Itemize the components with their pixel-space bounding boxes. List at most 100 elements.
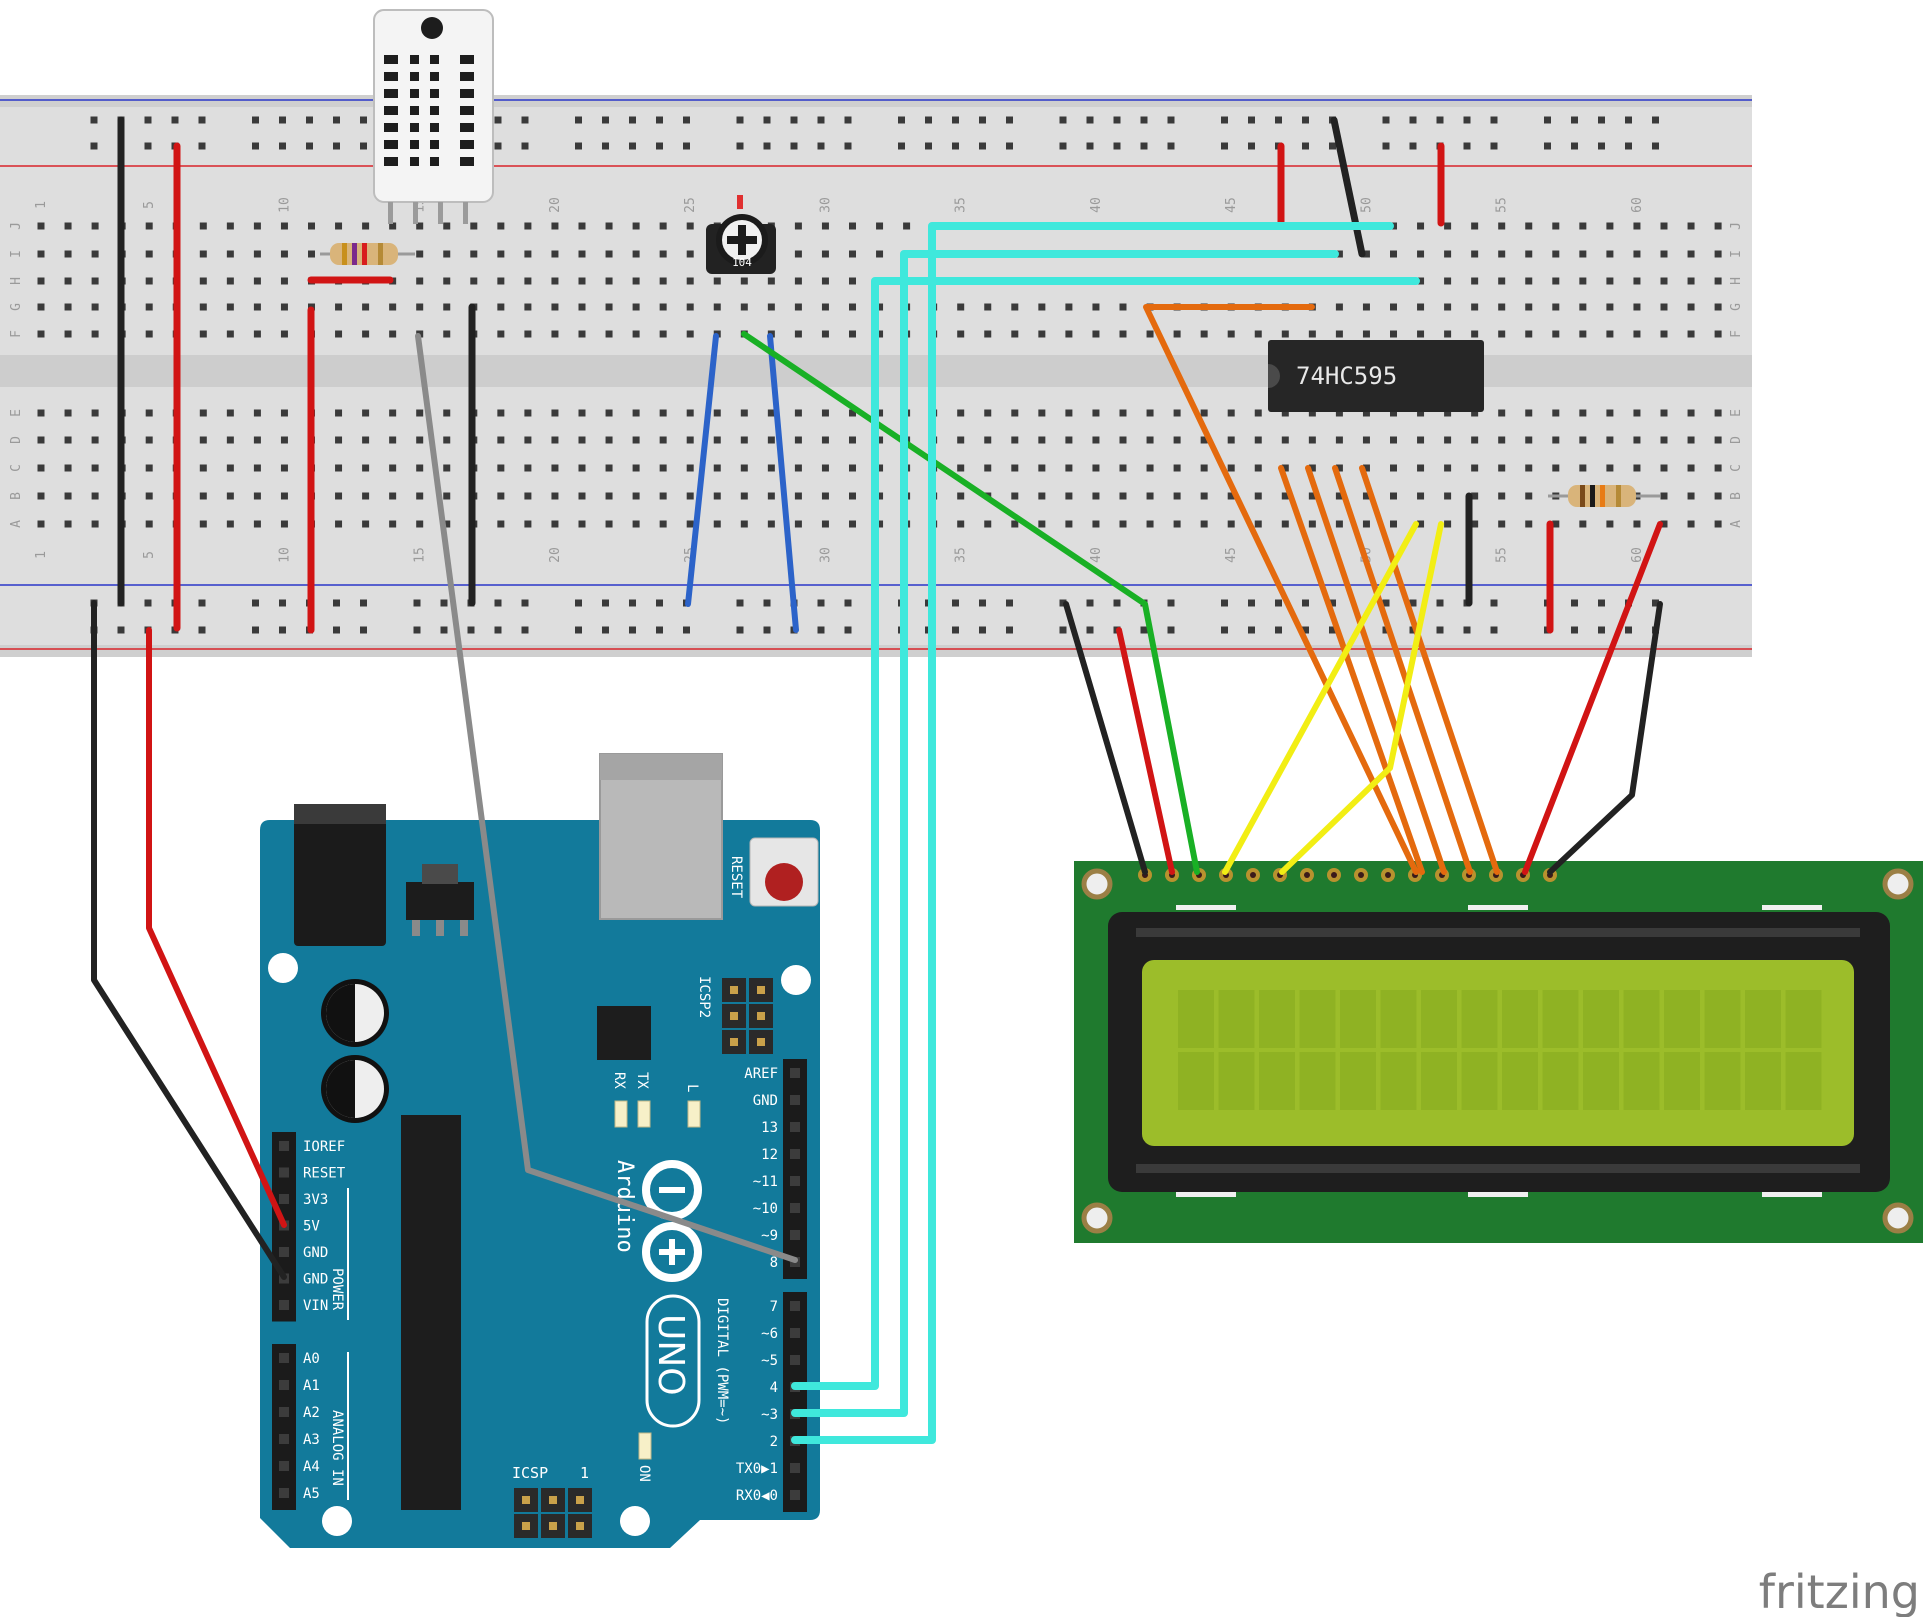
breadboard-hole <box>1308 492 1316 500</box>
breadboard-hole <box>443 222 451 230</box>
breadboard-hole <box>605 277 613 285</box>
breadboard-hole <box>1308 436 1316 444</box>
usb-connector <box>599 753 723 920</box>
header-pin <box>279 1407 289 1417</box>
breadboard-hole <box>145 492 153 500</box>
rx-led <box>614 1100 628 1128</box>
tx-led <box>637 1100 651 1128</box>
breadboard-hole <box>1606 303 1614 311</box>
breadboard-hole <box>1525 520 1533 528</box>
breadboard-hole <box>1579 222 1587 230</box>
rail-hole <box>413 626 421 634</box>
breadboard-hole <box>1606 409 1614 417</box>
lcd-cell <box>1583 990 1619 1048</box>
wire-yellow-e <box>1279 521 1444 875</box>
header-pin <box>790 1122 800 1132</box>
lcd-cell <box>1502 1052 1538 1110</box>
breadboard-hole <box>794 464 802 472</box>
pin-label: 7 <box>770 1299 778 1315</box>
rail-hole <box>440 626 448 634</box>
breadboard-hole <box>1254 436 1262 444</box>
header-pin <box>790 1095 800 1105</box>
lcd-cell <box>1461 990 1498 1048</box>
resistor-right <box>1548 485 1660 507</box>
rail-hole <box>521 599 529 607</box>
rail-hole <box>1113 142 1121 150</box>
rail-hole <box>1382 142 1390 150</box>
breadboard-hole <box>1362 303 1370 311</box>
breadboard-hole <box>1552 330 1560 338</box>
pin-label: ~11 <box>753 1174 778 1190</box>
breadboard-hole <box>1065 464 1073 472</box>
header-pin <box>790 1149 800 1159</box>
breadboard-hole <box>984 464 992 472</box>
breadboard-hole <box>1281 409 1289 417</box>
pin-label: 4 <box>770 1380 778 1396</box>
breadboard-hole <box>984 520 992 528</box>
breadboard-hole <box>389 492 397 500</box>
breadboard-hole <box>1146 436 1154 444</box>
rail-hole <box>1006 116 1013 124</box>
breadboard-hole <box>1606 464 1614 472</box>
breadboard-hole <box>1525 464 1533 472</box>
rail-hole <box>467 626 475 634</box>
breadboard-hole <box>1579 250 1587 258</box>
icsp2-label: ICSP2 <box>696 976 712 1018</box>
breadboard-hole <box>1687 330 1695 338</box>
breadboard-hole <box>443 464 451 472</box>
breadboard-hole <box>1011 492 1019 500</box>
rail-hole <box>575 142 582 150</box>
breadboard-hole <box>524 277 532 285</box>
breadboard-hole <box>1552 303 1560 311</box>
breadboard-hole <box>632 436 640 444</box>
l-led <box>687 1100 701 1128</box>
lcd-cell <box>1340 1052 1376 1110</box>
header-pin <box>279 1247 289 1257</box>
breadboard-hole <box>226 436 234 444</box>
lcd-cell <box>1421 990 1457 1048</box>
column-number: 20 <box>548 547 563 563</box>
breadboard-hole <box>849 277 856 285</box>
rail-hole <box>1652 599 1659 607</box>
breadboard-hole <box>740 464 748 472</box>
breadboard-hole <box>1146 409 1154 417</box>
breadboard-hole <box>1281 464 1289 472</box>
breadboard-hole <box>659 277 667 285</box>
breadboard-hole <box>632 464 640 472</box>
rail-hole <box>1302 116 1309 124</box>
rail-hole <box>198 142 206 150</box>
breadboard-hole <box>1579 464 1587 472</box>
breadboard-hole <box>1335 492 1343 500</box>
breadboard-hole <box>253 520 261 528</box>
lcd-mount-hole <box>1081 868 1113 900</box>
breadboard-hole <box>1525 492 1533 500</box>
breadboard-hole <box>767 492 775 500</box>
column-number: 10 <box>277 547 292 563</box>
breadboard-hole <box>497 436 505 444</box>
column-number: 20 <box>548 197 563 213</box>
breadboard-hole <box>605 222 613 230</box>
breadboard-hole <box>199 330 207 338</box>
rail-hole <box>602 626 609 634</box>
uno-label: UNO <box>650 1314 691 1396</box>
row-letter: A <box>9 520 24 528</box>
rail-hole <box>1598 142 1605 150</box>
rail-hole <box>1409 599 1417 607</box>
breadboard-hole <box>686 330 694 338</box>
breadboard-hole <box>740 520 748 528</box>
rail-hole <box>790 116 798 124</box>
pin-label: ~6 <box>761 1326 778 1342</box>
rail-hole <box>360 142 367 150</box>
breadboard-hole <box>64 330 72 338</box>
breadboard-hole <box>605 409 613 417</box>
lcd-mount-hole <box>1882 1202 1914 1234</box>
lcd-cell <box>1299 990 1336 1048</box>
row-letter: C <box>9 464 24 472</box>
breadboard-hole <box>1065 409 1073 417</box>
breadboard-hole <box>497 409 505 417</box>
breadboard-hole <box>713 409 721 417</box>
reset-button[interactable] <box>749 837 819 907</box>
rail-hole <box>144 599 152 607</box>
rail-hole <box>1571 116 1578 124</box>
breadboard-hole <box>794 330 802 338</box>
